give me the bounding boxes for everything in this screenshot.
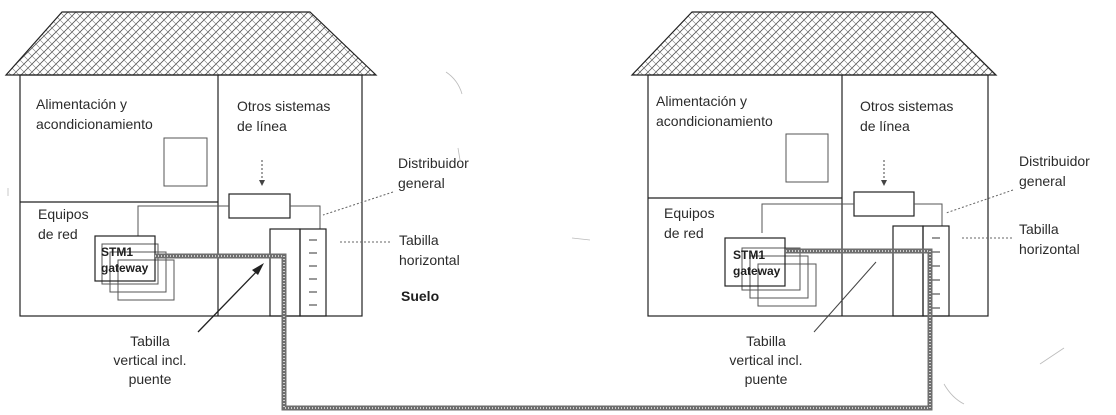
wire bbox=[137, 205, 229, 236]
wire bbox=[914, 203, 943, 226]
roof bbox=[4, 11, 378, 76]
distributor-pointer bbox=[322, 191, 394, 216]
other-systems-arrowhead bbox=[259, 180, 265, 186]
wire bbox=[761, 203, 854, 233]
wire bbox=[290, 205, 321, 229]
vertical-pointer bbox=[813, 261, 877, 333]
distributor-box bbox=[228, 193, 291, 219]
equipment-card bbox=[749, 255, 809, 299]
vertical-frame bbox=[892, 225, 924, 317]
equipment-card bbox=[757, 263, 817, 307]
floor-label: Suelo bbox=[401, 288, 439, 304]
power-unit bbox=[163, 137, 208, 187]
horizontal-frame bbox=[922, 225, 950, 317]
house-body bbox=[647, 74, 989, 317]
vertical-pointer bbox=[197, 267, 261, 333]
equipment-card bbox=[101, 243, 159, 285]
equipment-card bbox=[117, 259, 175, 301]
power-unit bbox=[785, 133, 829, 183]
vertical-pointer-arrowhead bbox=[252, 263, 264, 275]
gateway-box bbox=[724, 237, 786, 287]
horizontal-frame-ticks bbox=[932, 237, 940, 309]
house-body bbox=[19, 74, 363, 317]
scan-marks bbox=[7, 71, 1065, 405]
horizontal-frame bbox=[299, 228, 327, 317]
horizontal-frame-ticks bbox=[309, 239, 317, 306]
distributor-box bbox=[853, 191, 915, 217]
other-systems-arrowhead bbox=[881, 180, 887, 186]
distributor-pointer bbox=[945, 189, 1014, 214]
stm1-link-cable bbox=[155, 248, 933, 411]
roof bbox=[630, 11, 998, 76]
equipment-card bbox=[109, 251, 167, 293]
equipment-card bbox=[741, 247, 801, 291]
